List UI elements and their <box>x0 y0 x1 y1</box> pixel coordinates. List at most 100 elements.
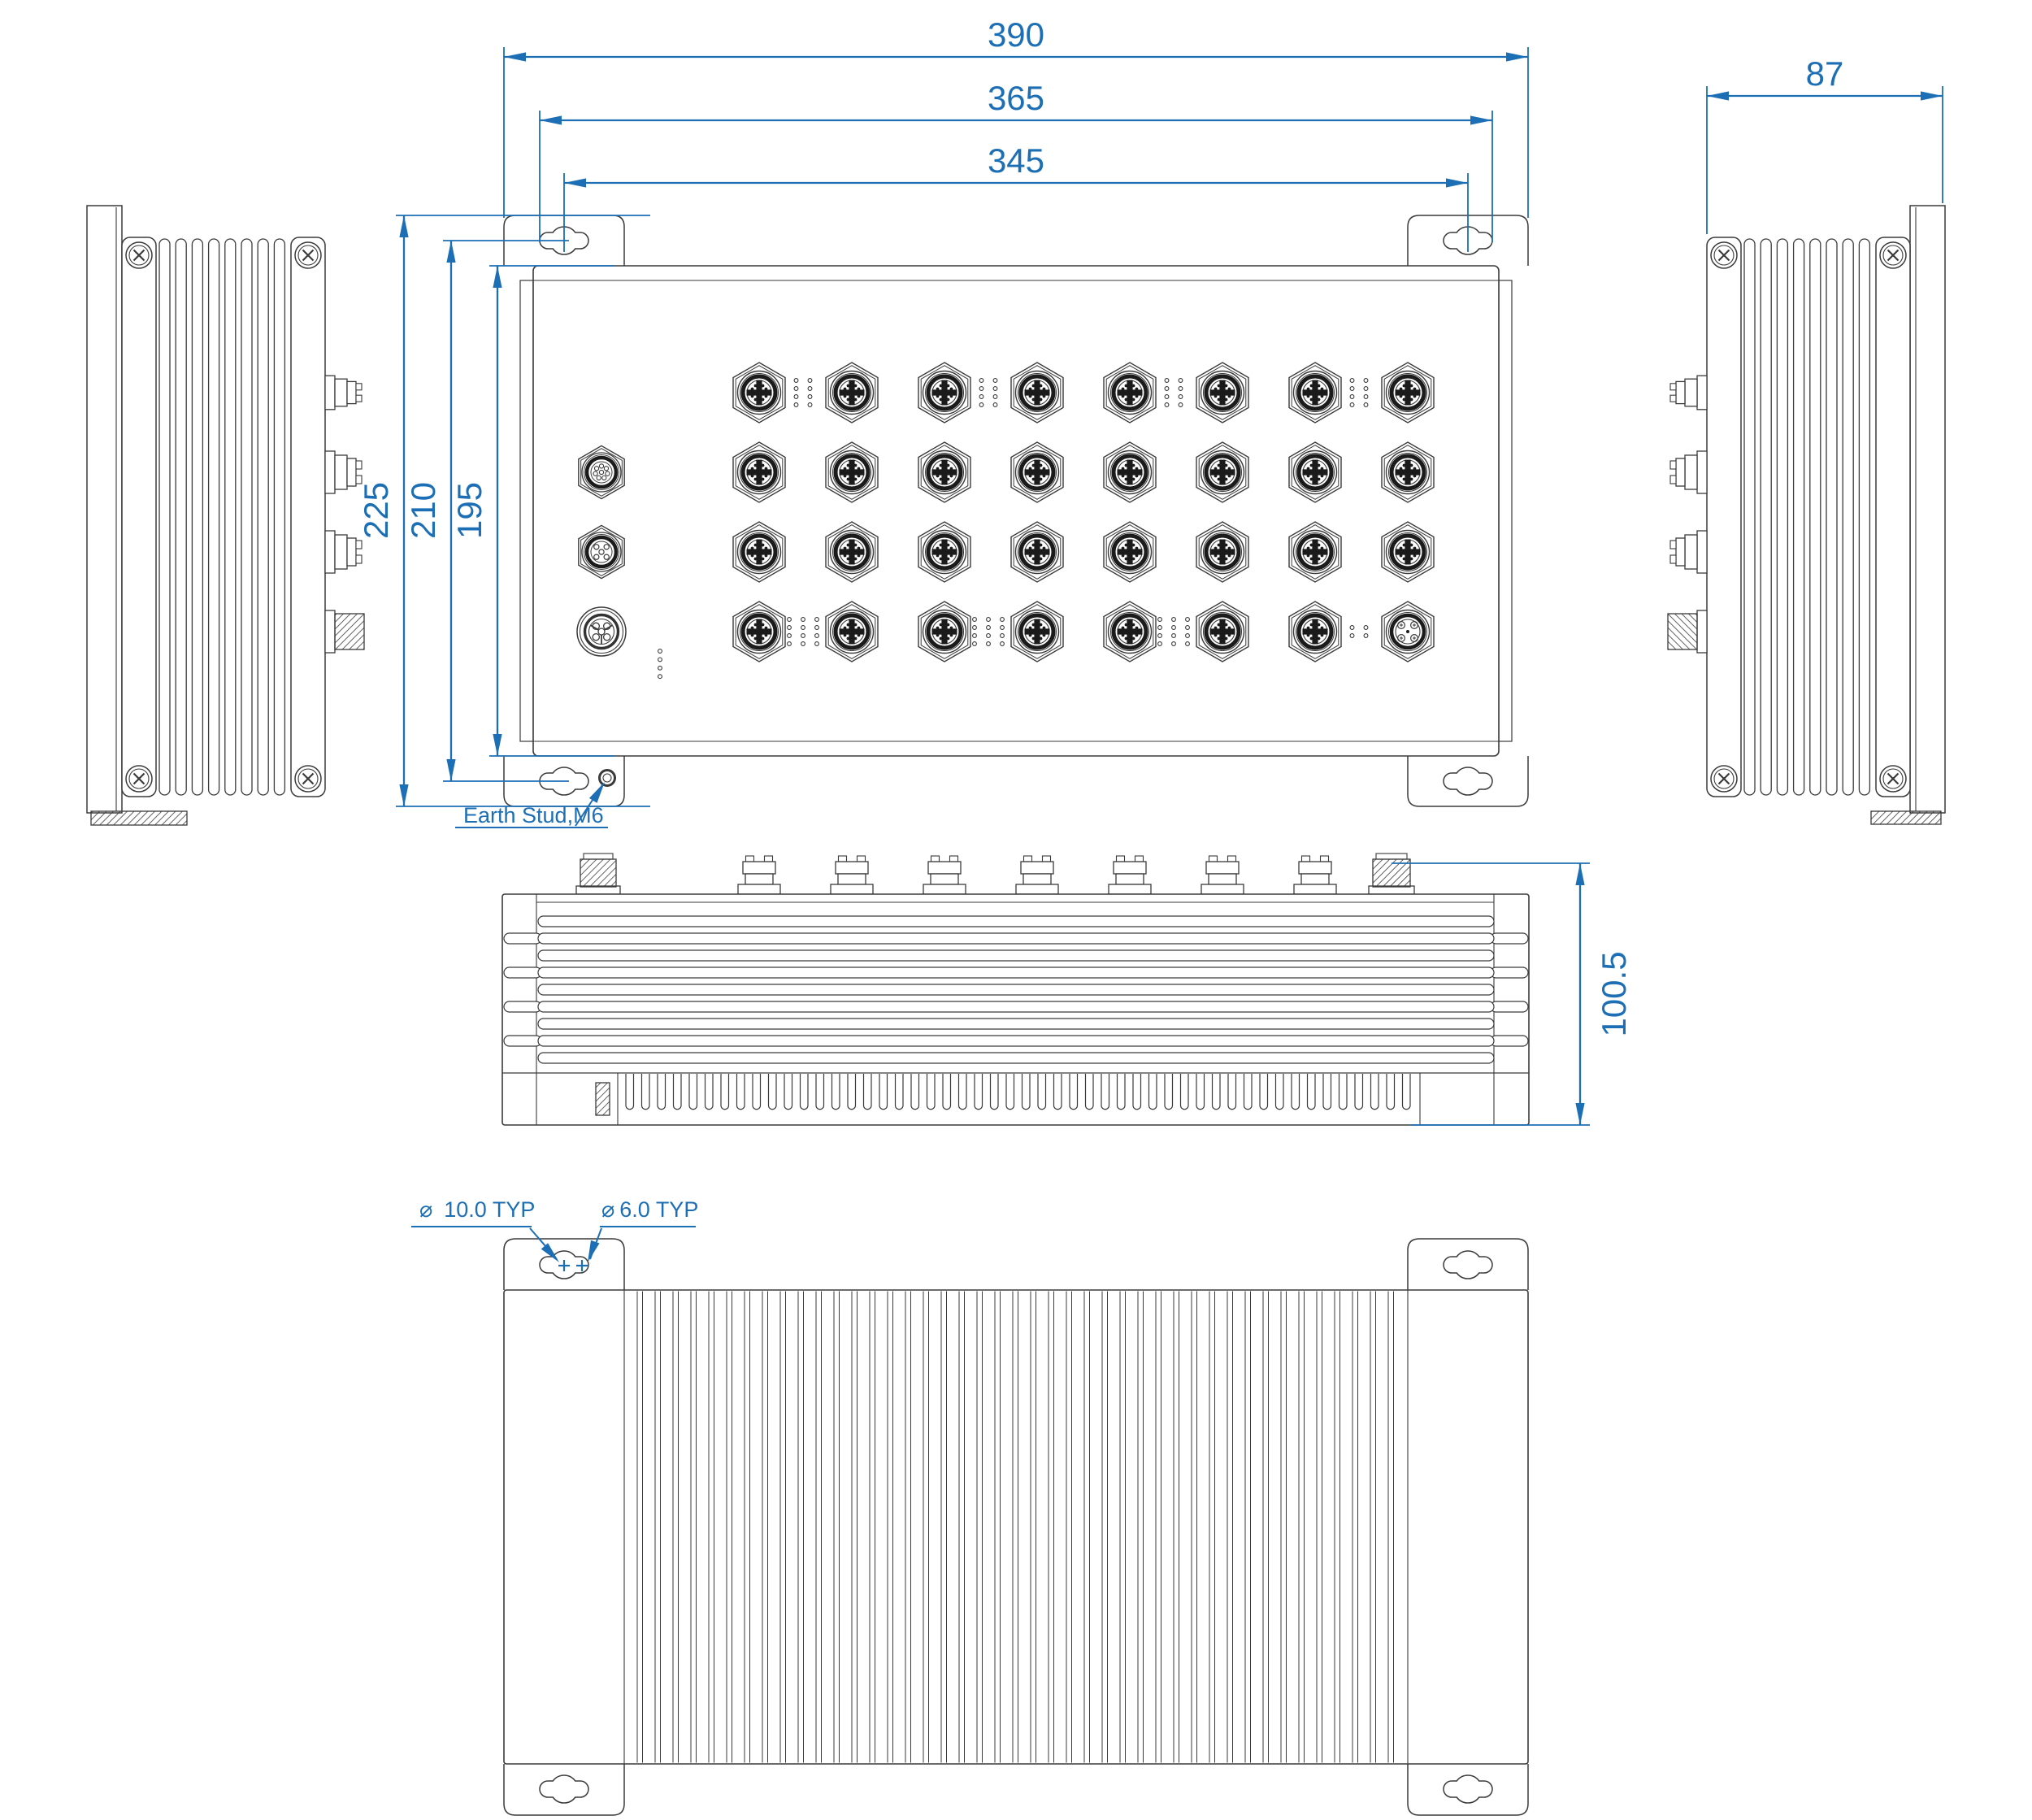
pin-dot <box>949 633 953 637</box>
dimension-arrow <box>1575 1103 1585 1125</box>
x-coding-cross <box>1024 619 1050 645</box>
circle <box>1200 370 1245 415</box>
threaded-section <box>90 810 188 826</box>
circle <box>1710 765 1738 793</box>
circle <box>1204 533 1241 571</box>
circle <box>1363 378 1369 383</box>
threaded-section <box>1667 613 1698 650</box>
pin-dot <box>853 384 858 388</box>
pin-dot <box>1309 557 1313 561</box>
panel-rect <box>121 237 157 797</box>
pin-dot <box>946 623 950 627</box>
circle <box>128 768 150 789</box>
pin-dot <box>1028 554 1032 558</box>
pin-dot <box>1320 394 1324 398</box>
m12-x-coded-port-icon <box>825 362 879 424</box>
panel-rect <box>930 855 940 862</box>
outline-path <box>989 1074 999 1110</box>
panel-rect <box>1300 855 1311 862</box>
pin-dot <box>949 387 953 391</box>
outline-path <box>926 1074 936 1110</box>
circle <box>833 533 871 571</box>
circle <box>584 454 619 490</box>
circle <box>992 394 998 399</box>
circle <box>807 386 813 391</box>
pin-dot <box>1214 474 1218 478</box>
circle <box>297 245 319 266</box>
panel-rect <box>1792 238 1805 796</box>
pin-dot <box>857 387 861 391</box>
circle <box>590 541 613 563</box>
circle <box>1111 613 1148 650</box>
panel-rect <box>1490 966 1529 979</box>
pin-dot <box>1121 554 1125 558</box>
pin-dot <box>1214 394 1218 398</box>
circle <box>1396 620 1405 629</box>
x-coding-cross <box>1395 539 1421 565</box>
outline-path <box>1291 1074 1300 1110</box>
circle <box>1882 768 1904 789</box>
circle <box>1204 374 1241 411</box>
pin-dot <box>753 557 758 561</box>
m12-x-coded-port-icon <box>1103 521 1157 583</box>
circle <box>1157 641 1162 646</box>
m12-connector-profile <box>1669 530 1708 574</box>
circle <box>1203 373 1242 412</box>
outline-path <box>1132 1074 1142 1110</box>
circle <box>1296 532 1335 571</box>
circle <box>576 606 627 657</box>
outline-path <box>910 1074 920 1110</box>
circle <box>1296 373 1335 412</box>
circle <box>801 617 805 622</box>
pin-dot <box>1224 557 1228 561</box>
panel-rect <box>537 1001 1495 1013</box>
m12-connector-profile <box>324 450 363 494</box>
panel-rect <box>1201 884 1244 895</box>
dim-total-height-label: 100.5 <box>1595 951 1633 1036</box>
circle <box>1018 613 1056 650</box>
circle <box>972 641 977 646</box>
panel-rect <box>1696 450 1708 494</box>
pin-dot <box>949 554 953 558</box>
hex-nut-inner <box>735 445 784 500</box>
panel-rect <box>1023 855 1033 862</box>
pin-dot <box>1135 633 1139 637</box>
outline-path <box>1164 1074 1174 1110</box>
pin-dot <box>1042 387 1046 391</box>
pin-dot <box>936 626 940 630</box>
pin-dot <box>1039 397 1043 402</box>
outline-path <box>1443 1774 1493 1804</box>
panel-rect <box>1490 1001 1529 1013</box>
pin-dot <box>843 554 847 558</box>
m12-x-coded-port-icon <box>1010 601 1064 662</box>
circle <box>801 641 805 646</box>
pin-dot <box>750 633 754 637</box>
circle <box>592 622 601 631</box>
pin-dot <box>764 626 768 630</box>
panel-rect <box>1669 475 1677 484</box>
m12-x-coded-port-icon <box>918 601 971 662</box>
circle <box>1164 386 1170 391</box>
pin-dot <box>1121 387 1125 391</box>
circle <box>736 609 782 654</box>
panel-rect <box>835 861 869 875</box>
circle <box>740 373 779 412</box>
pin-dot <box>764 474 768 478</box>
pin-dot <box>949 626 953 630</box>
circle <box>584 535 619 569</box>
pin-dot <box>1413 554 1417 558</box>
panel-rect <box>355 554 363 564</box>
circle <box>1363 402 1369 407</box>
circle <box>1296 374 1334 411</box>
pin-dot <box>1217 384 1221 388</box>
x-coding-cross <box>1117 539 1143 565</box>
panel-rect <box>923 884 966 895</box>
circle <box>833 374 871 411</box>
pin-dot <box>764 394 768 398</box>
pin-dot <box>1409 557 1413 561</box>
circle <box>922 450 967 495</box>
pin-dot <box>1309 397 1313 402</box>
pin-dot <box>846 463 850 467</box>
pin-dot <box>939 477 943 481</box>
circle <box>829 529 875 575</box>
